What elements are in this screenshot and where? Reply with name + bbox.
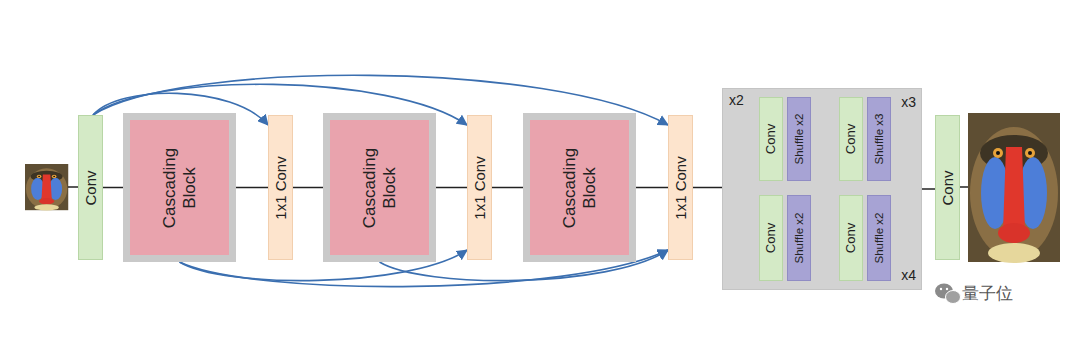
pixel-shuffle: Shuffle x2 (787, 195, 811, 281)
pointwise-conv: 1x1 Conv (467, 115, 492, 260)
block-label: Conv (764, 124, 778, 154)
block-label: 1x1 Conv (272, 156, 289, 219)
pointwise-conv: 1x1 Conv (668, 115, 693, 260)
bubble-eye (946, 288, 948, 290)
block-label: Cascading Block (559, 136, 600, 240)
pointwise-conv: 1x1 Conv (268, 115, 293, 260)
block-label: Conv (844, 124, 858, 154)
data-flow-line (103, 187, 123, 189)
conv-layer: Conv (78, 115, 103, 260)
block-label: 1x1 Conv (672, 156, 689, 219)
block-label: Conv (939, 170, 956, 205)
block-label: Shuffle x3 (873, 114, 886, 165)
data-flow-line (436, 187, 467, 189)
block-label: Conv (764, 223, 778, 253)
block-label: Shuffle x2 (793, 213, 806, 264)
bubble (946, 291, 961, 304)
cascading-block: Cascading Block (323, 113, 436, 262)
pixel-shuffle: Shuffle x2 (787, 97, 811, 181)
output-image (968, 113, 1060, 263)
conv-layer: Conv (759, 195, 783, 281)
conv-layer: Conv (935, 115, 960, 260)
cascading-block: Cascading Block (523, 113, 636, 262)
cascading-block: Cascading Block (123, 113, 236, 262)
pixel-shuffle: Shuffle x3 (867, 97, 891, 181)
block-label: Shuffle x2 (873, 213, 886, 264)
block-label: Cascading Block (159, 136, 200, 240)
scale-label: x3 (901, 94, 916, 110)
data-flow-line (636, 187, 668, 189)
input-wire (68, 186, 78, 188)
block-label: Conv (82, 170, 99, 205)
upsample-panel: x2x3x4ConvShuffle x2ConvShuffle x3ConvSh… (722, 88, 922, 290)
data-flow-line (693, 187, 722, 189)
bubble-eye (940, 288, 942, 290)
block-label: 1x1 Conv (471, 156, 488, 219)
scale-label: x2 (729, 92, 744, 108)
conv-layer: Conv (759, 97, 783, 181)
data-flow-line (492, 187, 523, 189)
input-image (25, 164, 68, 211)
data-flow-line (293, 187, 323, 189)
block-label: Shuffle x2 (793, 114, 806, 165)
output-wire (960, 186, 968, 188)
conv-layer: Conv (839, 97, 863, 181)
pixel-shuffle: Shuffle x2 (867, 195, 891, 281)
wechat-icon (935, 284, 961, 304)
data-flow-line (922, 188, 935, 190)
block-label: Conv (844, 223, 858, 253)
block-label: Cascading Block (359, 136, 400, 240)
scale-label: x4 (901, 267, 916, 283)
watermark: 量子位 (962, 282, 1013, 305)
conv-layer: Conv (839, 195, 863, 281)
data-flow-line (236, 187, 268, 189)
